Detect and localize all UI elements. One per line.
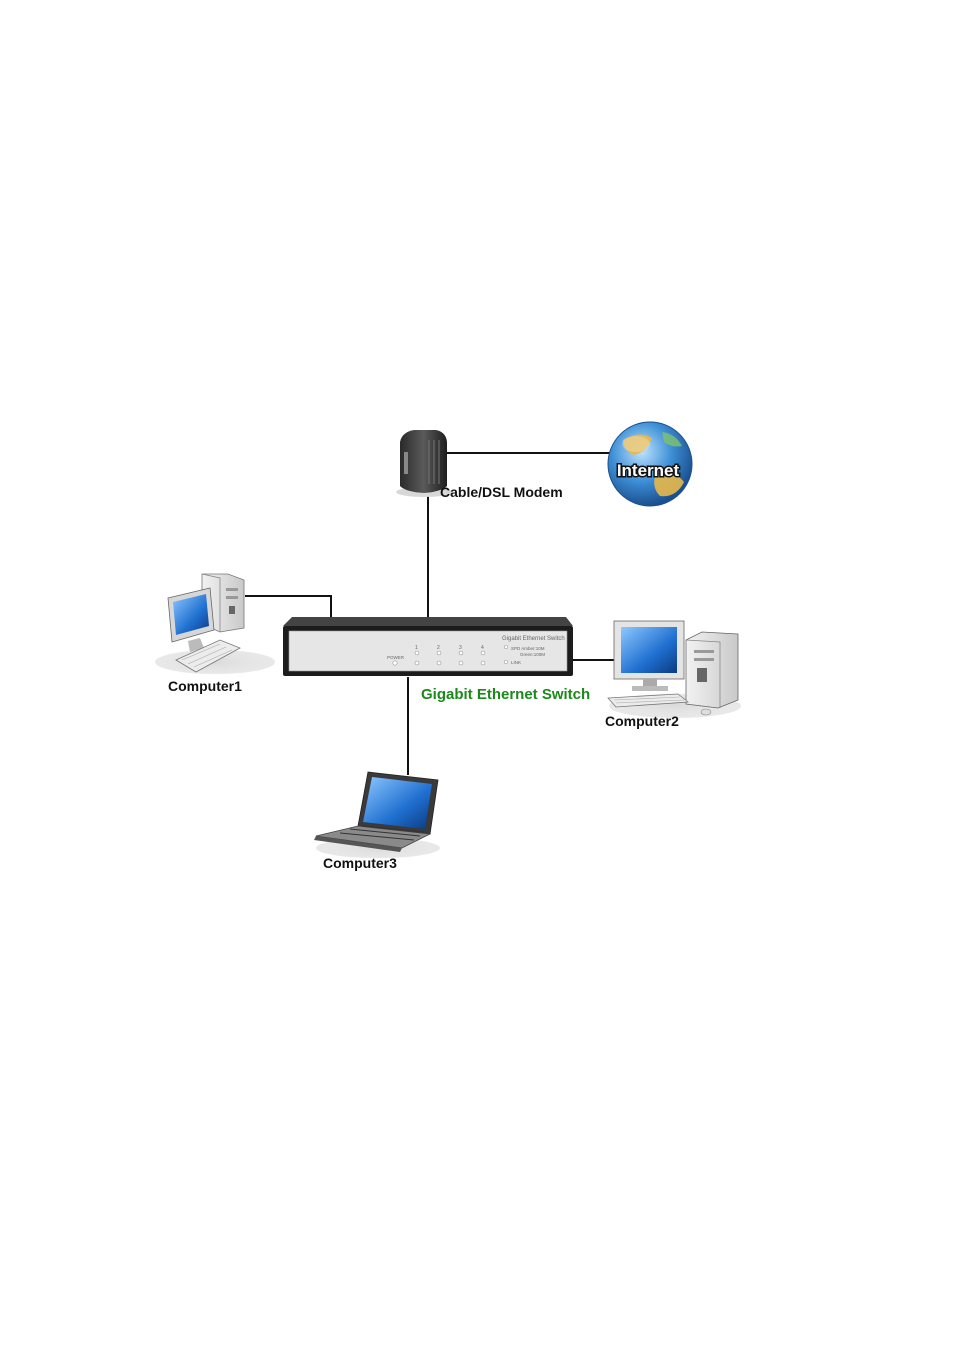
- switch-legend-mid: Green:100M: [520, 652, 545, 657]
- computer2-label: Computer2: [605, 713, 679, 729]
- port-number-1: 1: [415, 645, 418, 651]
- switch-legend-top: SPD Amber:10M: [511, 646, 545, 651]
- internet-label: Internet: [617, 461, 680, 480]
- switch-brand-label: Gigabit Ethernet Switch: [502, 636, 565, 642]
- computer1-icon: [151, 574, 279, 677]
- modem-label: Cable/DSL Modem: [440, 484, 563, 500]
- port-number-3: 3: [459, 645, 462, 651]
- switch-power-label: POWER: [387, 655, 405, 660]
- port-number-2: 2: [437, 645, 440, 651]
- switch-label: Gigabit Ethernet Switch: [421, 686, 590, 703]
- computer1-label: Computer1: [168, 678, 242, 694]
- switch-legend-link: LINK: [511, 660, 521, 665]
- port-number-4: 4: [481, 645, 484, 651]
- computer3-laptop-icon: [312, 772, 444, 862]
- computer2-icon: [605, 621, 745, 721]
- switch-device: Gigabit Ethernet Switch POWER 1 2 3 4 SP…: [283, 617, 573, 676]
- computer3-label: Computer3: [323, 855, 397, 871]
- connections: [245, 453, 614, 775]
- power-led: [393, 661, 397, 665]
- computer1-switch-link: [245, 596, 331, 617]
